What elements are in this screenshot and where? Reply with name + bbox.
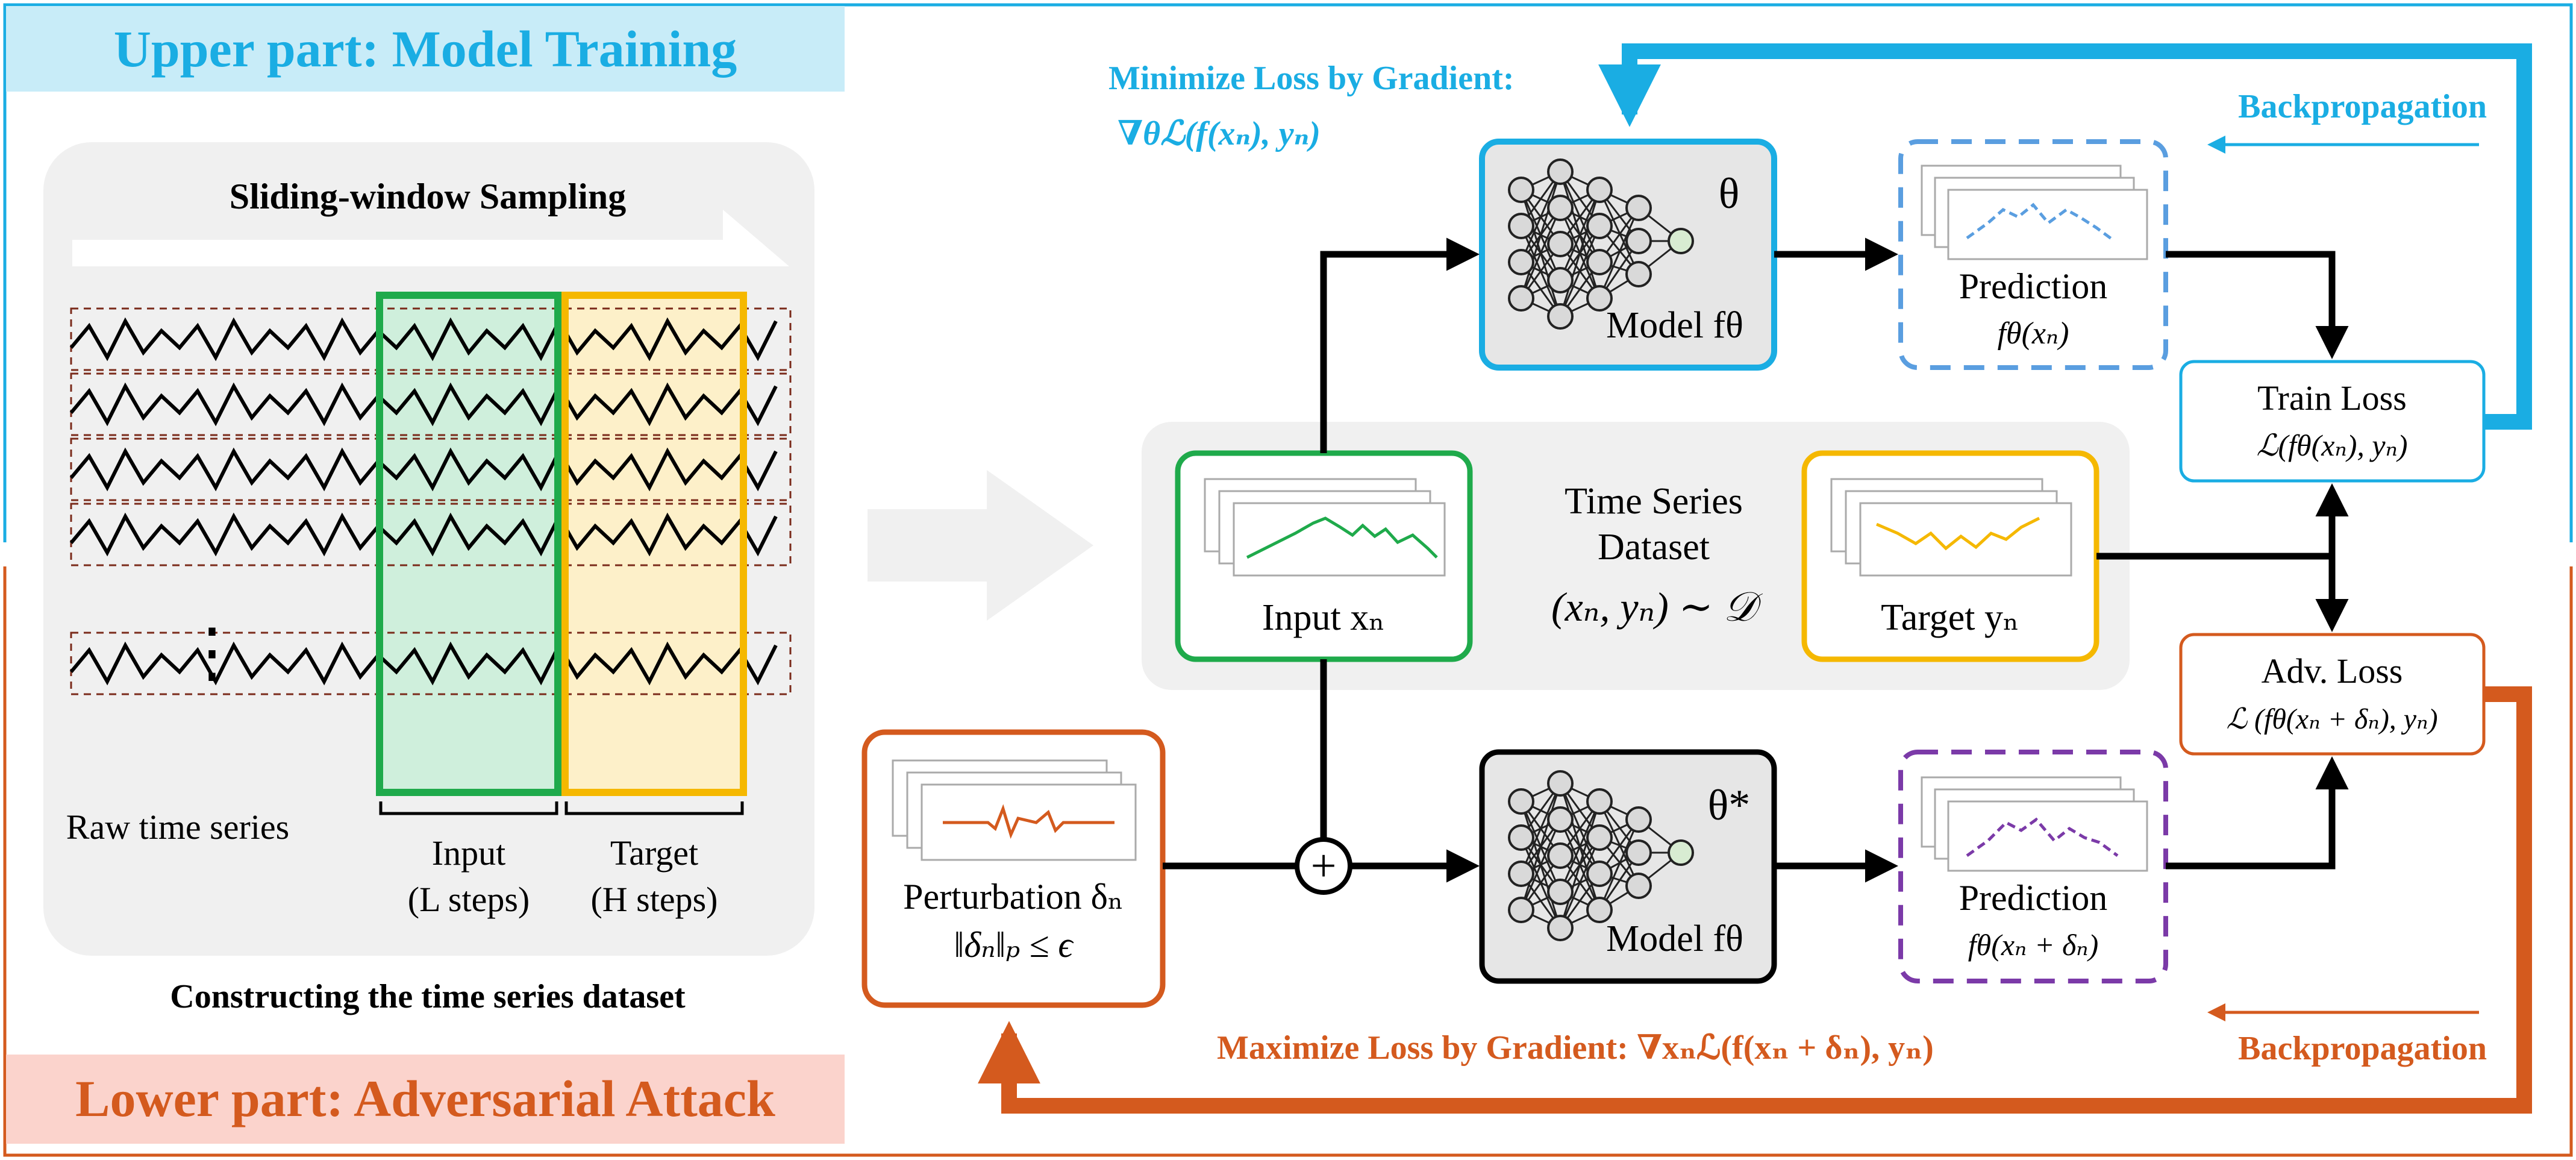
prediction-series-stack-upper <box>1921 165 2148 260</box>
prediction-formula-lower: fθ(xₙ + δₙ) <box>1968 928 2098 962</box>
raw-ellipsis: ⋮ <box>179 616 245 689</box>
model-label-lower: Model fθ <box>1606 918 1743 959</box>
raw-series-row <box>70 307 792 371</box>
perturbation-series-stack <box>892 759 1137 861</box>
backprop-label-lower: Backpropagation <box>2238 1030 2487 1067</box>
upper-header-box <box>6 6 845 92</box>
raw-series-row <box>70 372 792 436</box>
target-brace-sub: (H steps) <box>590 880 717 919</box>
raw-series-row <box>70 632 792 695</box>
adv-loss-label: Adv. Loss <box>2262 651 2403 691</box>
raw-series-line <box>69 447 778 492</box>
input-brace-sub: (L steps) <box>408 880 530 919</box>
backprop-label-upper: Backpropagation <box>2238 88 2487 125</box>
neural-net-icon <box>1508 158 1694 330</box>
prediction-series-line-lower <box>1966 817 2119 857</box>
target-series-stack <box>1830 478 2072 577</box>
lower-header-box <box>6 1055 845 1144</box>
prediction-series-line-upper <box>1966 202 2116 243</box>
raw-series-row <box>70 503 792 566</box>
dataset-caption: Constructing the time series dataset <box>170 978 686 1015</box>
perturbation-constraint: ‖δₙ‖ₚ ≤ ϵ <box>954 925 1075 965</box>
dataset-title-line2: Dataset <box>1598 527 1710 568</box>
raw-series-line <box>69 317 778 362</box>
sliding-window-label: Sliding-window Sampling <box>230 177 627 216</box>
neural-net-icon <box>1508 770 1694 941</box>
input-label: Input xₙ <box>1262 597 1385 638</box>
model-label-upper: Model fθ <box>1606 305 1743 346</box>
prediction-label-upper: Prediction <box>1959 266 2108 306</box>
input-brace-label: Input <box>432 833 505 873</box>
raw-series-line <box>69 382 778 427</box>
perturbation-series-line <box>943 804 1114 839</box>
sliding-window-arrow <box>72 210 789 266</box>
flow-connectors <box>1163 237 2349 883</box>
input-series-stack <box>1204 478 1446 577</box>
lower-frame <box>3 566 2573 1157</box>
prediction-series-stack-lower <box>1921 776 2148 872</box>
dataset-pair-formula: (xₙ, yₙ) ∼ 𝒟 <box>1551 584 1763 630</box>
gradient-formula-upper: ∇θℒ(f(xₙ), yₙ) <box>1118 115 1321 152</box>
target-label: Target yₙ <box>1881 597 2019 638</box>
input-brace <box>379 801 558 815</box>
raw-series-line <box>69 512 778 557</box>
raw-series-row <box>70 437 792 501</box>
lower-header-title: Lower part: Adversarial Attack <box>75 1070 775 1127</box>
raw-series-label: Raw time series <box>66 807 289 847</box>
model-theta: θ <box>1719 169 1740 218</box>
backprop-loop-lower <box>978 686 2532 1114</box>
backprop-loop-upper <box>1598 43 2532 430</box>
input-series-line <box>1246 516 1438 559</box>
model-theta-star: θ* <box>1708 781 1751 829</box>
raw-series-line <box>69 641 778 686</box>
gradient-text-lower: Maximize Loss by Gradient: ∇xₙℒ(f(xₙ + δ… <box>1217 1029 1934 1067</box>
dataset-title-line1: Time Series <box>1565 481 1743 522</box>
gradient-title-upper: Minimize Loss by Gradient: <box>1108 60 1515 97</box>
input-window-fill <box>380 295 558 792</box>
target-brace-label: Target <box>610 833 698 873</box>
raw-series-rows <box>69 307 792 695</box>
prediction-formula-upper: fθ(xₙ) <box>1998 316 2069 351</box>
perturbation-label: Perturbation δₙ <box>903 877 1124 917</box>
plus-symbol: + <box>1311 841 1337 891</box>
adv-loss-formula: ℒ (fθ(xₙ + δₙ), yₙ) <box>2226 703 2437 735</box>
train-loss-label: Train Loss <box>2257 378 2407 418</box>
upper-frame <box>3 3 2573 542</box>
input-window <box>376 292 561 796</box>
target-window <box>561 292 747 796</box>
upper-header-title: Upper part: Model Training <box>114 20 737 78</box>
target-series-line <box>1876 516 2040 551</box>
prediction-label-lower: Prediction <box>1959 878 2108 918</box>
target-brace <box>564 801 744 815</box>
flow-arrow <box>868 470 1093 621</box>
train-loss-formula: ℒ(fθ(xₙ), yₙ) <box>2257 428 2408 462</box>
